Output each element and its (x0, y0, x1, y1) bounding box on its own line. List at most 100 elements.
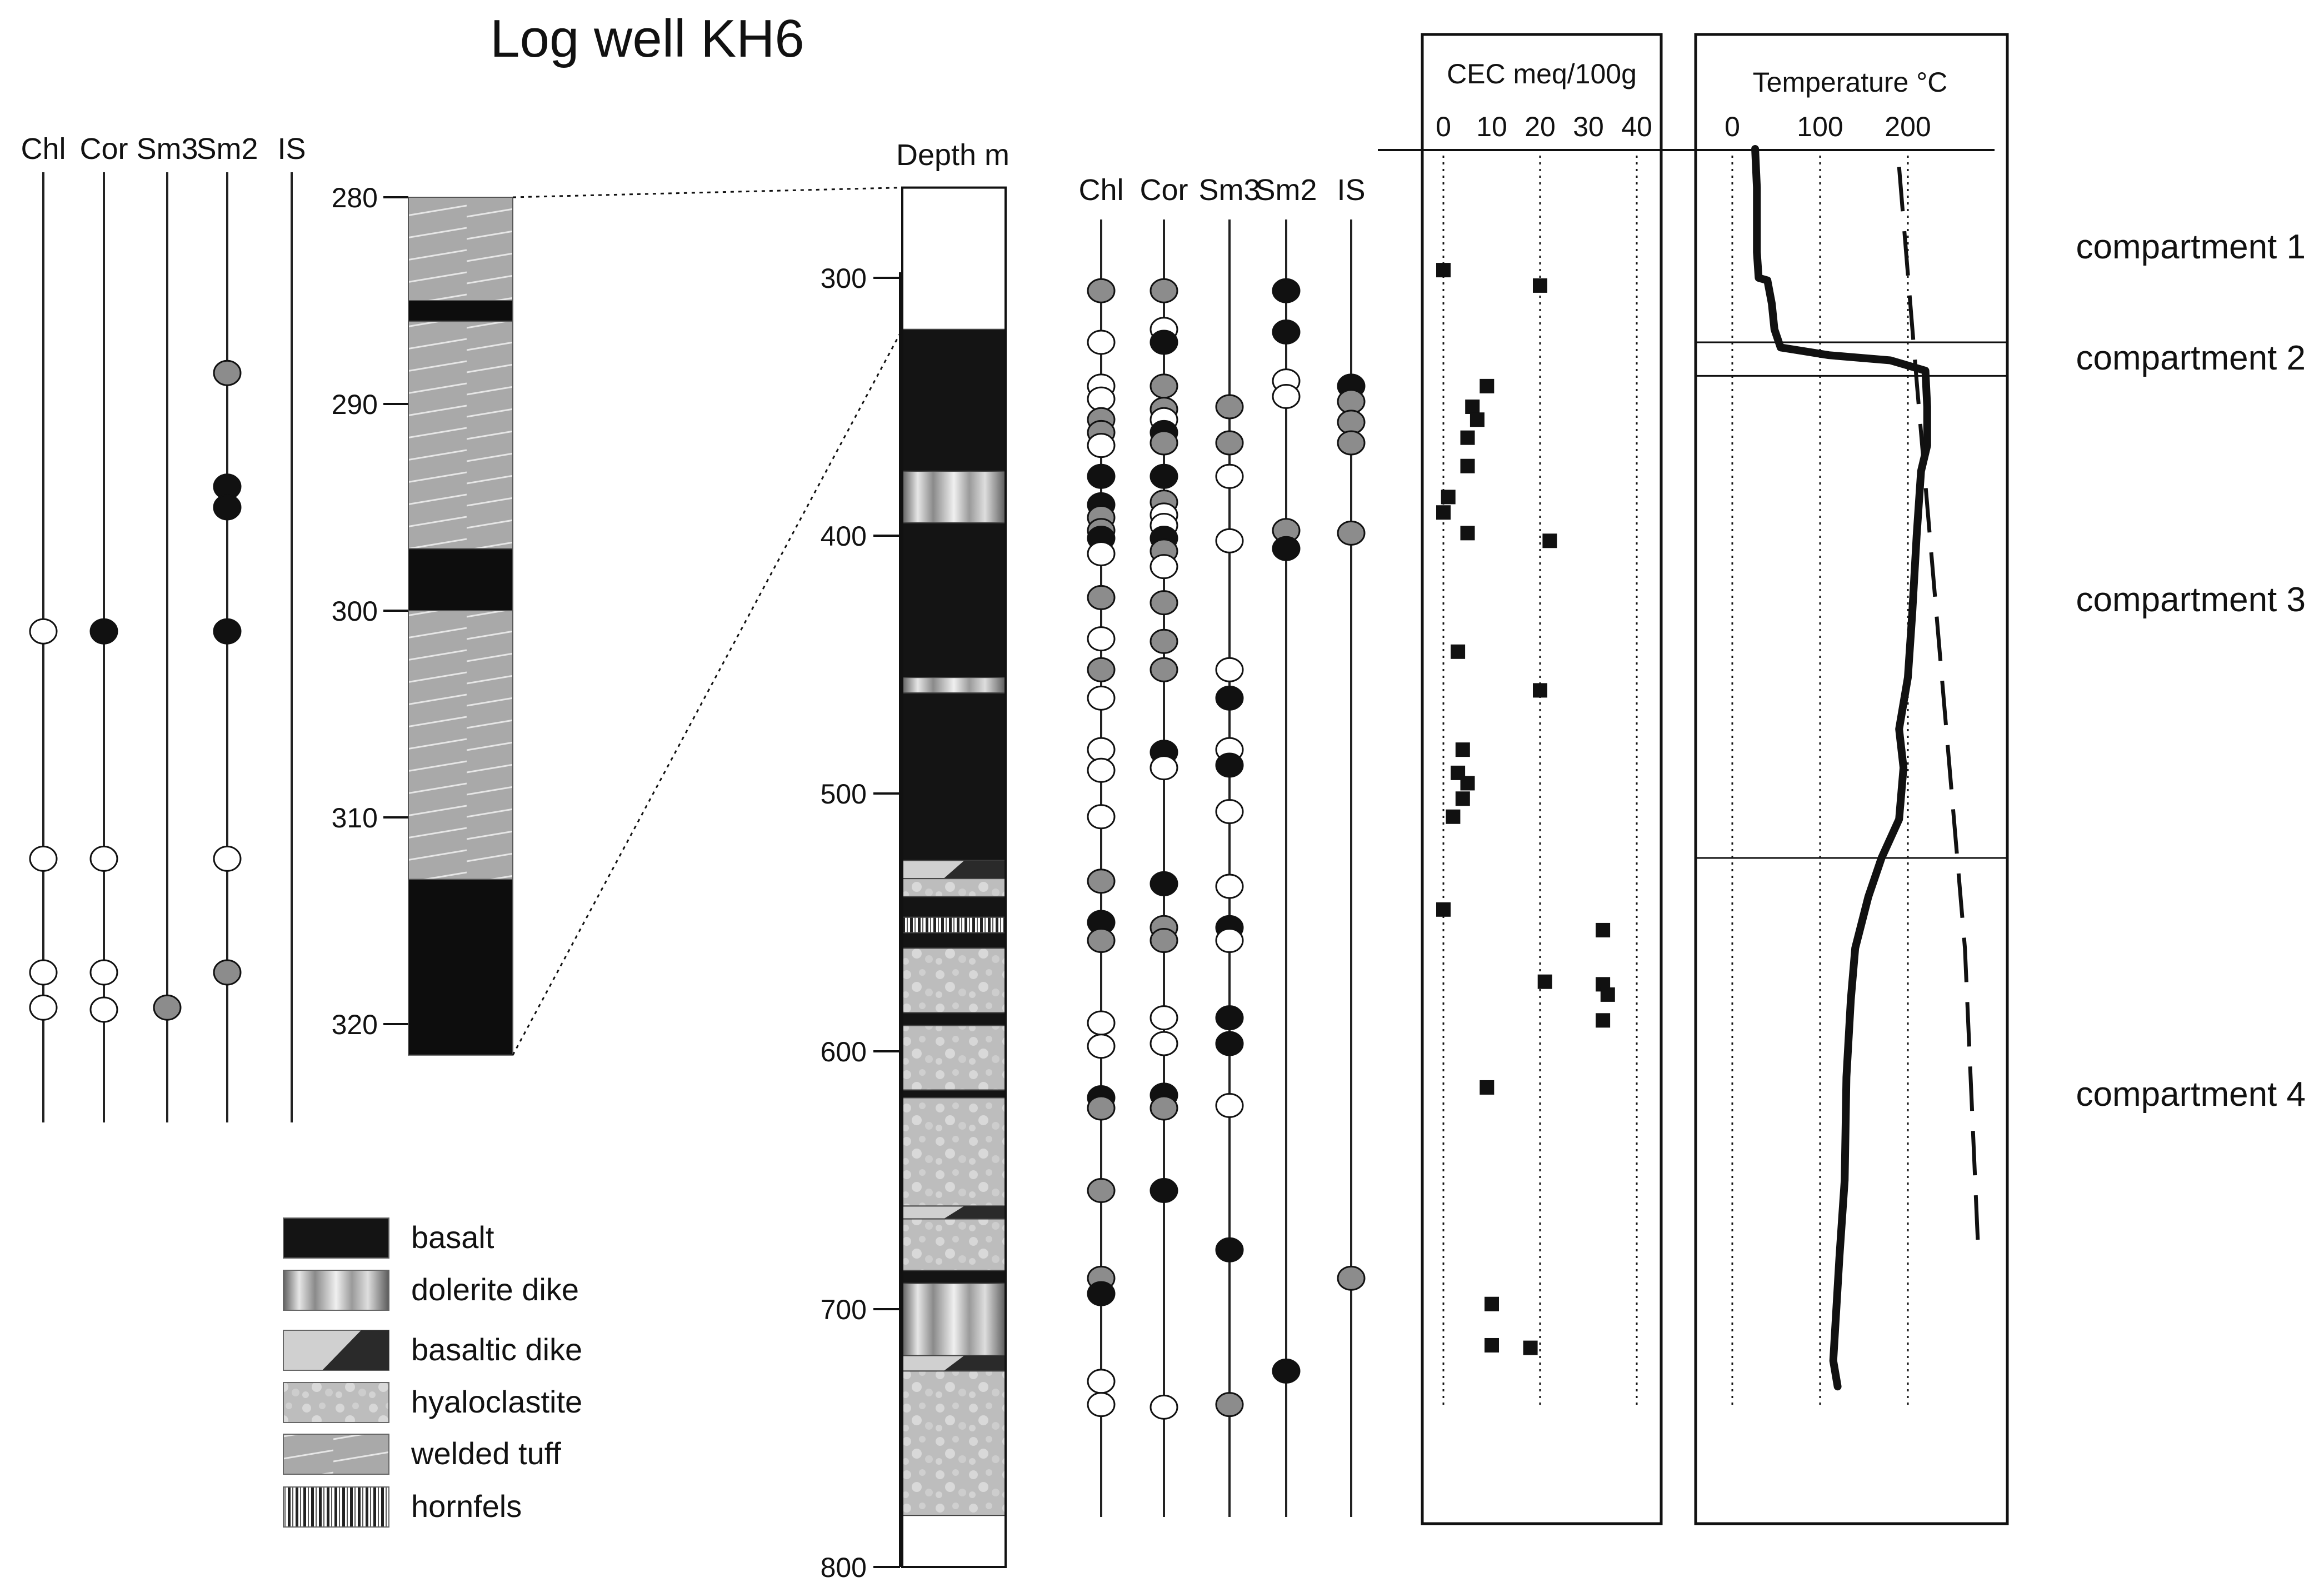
main-point-cor (1149, 628, 1178, 654)
legend-swatch-dolerite (283, 1270, 389, 1311)
left-column-label-sm3: Sm3 (136, 132, 198, 166)
cec-point (1533, 278, 1547, 293)
main-point-sm3 (1215, 394, 1244, 420)
legend-label-hornfels: hornfels (411, 1489, 522, 1524)
cec-point (1542, 533, 1557, 548)
main-column-frame (901, 186, 1007, 1568)
main-point-chl (1087, 869, 1116, 894)
main-layer-hyaloclastite (902, 878, 1006, 897)
left-point-chl (29, 994, 58, 1021)
cec-point (1480, 378, 1495, 393)
main-point-sm3 (1215, 1392, 1244, 1418)
left-point-cor (89, 996, 118, 1023)
main-point-sm3 (1215, 657, 1244, 682)
left-layer-basalt (408, 548, 513, 612)
left-point-sm2 (213, 959, 242, 986)
main-point-chl (1087, 626, 1116, 652)
cec-point (1460, 526, 1475, 541)
cec-point (1537, 974, 1552, 989)
main-point-sm2 (1272, 1358, 1301, 1384)
main-point-sm3 (1215, 1237, 1244, 1262)
left-layer-welded_tuff (408, 321, 513, 550)
main-point-sm3 (1215, 1031, 1244, 1056)
reference-temperature-curve (1897, 167, 1980, 1247)
left-layer-welded_tuff (408, 197, 513, 301)
left-point-chl (29, 618, 58, 645)
main-point-sm2 (1272, 319, 1301, 345)
main-point-sm3 (1215, 1092, 1244, 1118)
main-point-chl (1087, 585, 1116, 610)
cec-point (1436, 263, 1451, 278)
main-layer-hyaloclastite (902, 1097, 1006, 1207)
cec-tick-label: 20 (1525, 111, 1556, 142)
main-point-sm3 (1215, 874, 1244, 899)
main-point-chl (1087, 541, 1116, 566)
main-point-is (1337, 1265, 1366, 1291)
main-point-sm3 (1215, 463, 1244, 489)
cec-point (1455, 742, 1470, 757)
cec-point (1485, 1338, 1499, 1353)
legend-swatch-hornfels (283, 1486, 389, 1528)
left-column-label-is: IS (277, 132, 306, 166)
depth-tick-label: 700 (821, 1294, 867, 1325)
main-layer-white (902, 187, 1006, 330)
left-layer-basalt (408, 300, 513, 322)
main-point-chl (1087, 1178, 1116, 1204)
main-layer-basalt (902, 1012, 1006, 1026)
main-point-cor (1149, 554, 1178, 580)
main-layer-dolerite (902, 471, 1006, 523)
cec-point (1436, 505, 1451, 520)
temperature-title: Temperature °C (1753, 67, 1948, 98)
cec-point (1441, 490, 1456, 505)
temperature-tick-label: 0 (1725, 111, 1740, 142)
main-layer-hyaloclastite (902, 947, 1006, 1014)
left-layer-welded_tuff (408, 610, 513, 880)
compartment-label-3: compartment 3 (2076, 581, 2306, 619)
main-layer-white (902, 1515, 1006, 1568)
cec-point (1596, 922, 1611, 937)
depth-tick-label: 800 (821, 1552, 867, 1583)
main-point-chl (1087, 278, 1116, 303)
cec-tick-label: 30 (1573, 111, 1604, 142)
depth-tick-label: 600 (821, 1036, 867, 1067)
legend-label-basalt: basalt (411, 1220, 494, 1255)
main-point-cor (1149, 330, 1178, 355)
left-depth-label: 280 (332, 182, 378, 213)
left-depth-label: 310 (332, 802, 378, 834)
main-column-label-is: IS (1337, 173, 1365, 207)
main-point-cor (1149, 657, 1178, 682)
main-layer-basalt (902, 522, 1006, 678)
main-layer-basaltic-dike-dark (943, 1206, 1006, 1219)
main-point-cor (1149, 590, 1178, 616)
left-point-cor (89, 618, 118, 645)
main-layer-basaltic-dike-dark (943, 860, 1006, 879)
cec-point (1465, 400, 1480, 414)
legend-label-welded-tuff: welded tuff (411, 1436, 561, 1471)
main-point-cor (1149, 1095, 1178, 1121)
cec-point (1460, 430, 1475, 445)
main-point-chl (1087, 463, 1116, 489)
cec-point (1436, 902, 1451, 917)
legend-label-dolerite: dolerite dike (411, 1272, 579, 1307)
left-depth-label: 320 (332, 1009, 378, 1040)
main-point-cor (1149, 463, 1178, 489)
temperature-tick-label: 200 (1885, 111, 1931, 142)
main-point-chl (1087, 1281, 1116, 1306)
zoom-line-bottom (512, 329, 903, 1056)
temperature-frame (1694, 33, 2009, 1525)
left-point-chl (29, 845, 58, 872)
cec-point (1446, 809, 1461, 824)
main-layer-basalt (902, 932, 1006, 949)
main-point-cor (1149, 927, 1178, 953)
depth-tick-label: 400 (821, 521, 867, 552)
main-layer-basalt (902, 1270, 1006, 1284)
main-column-label-chl: Chl (1078, 173, 1123, 207)
main-layer-hornfels (902, 916, 1006, 934)
main-point-sm3 (1215, 799, 1244, 824)
